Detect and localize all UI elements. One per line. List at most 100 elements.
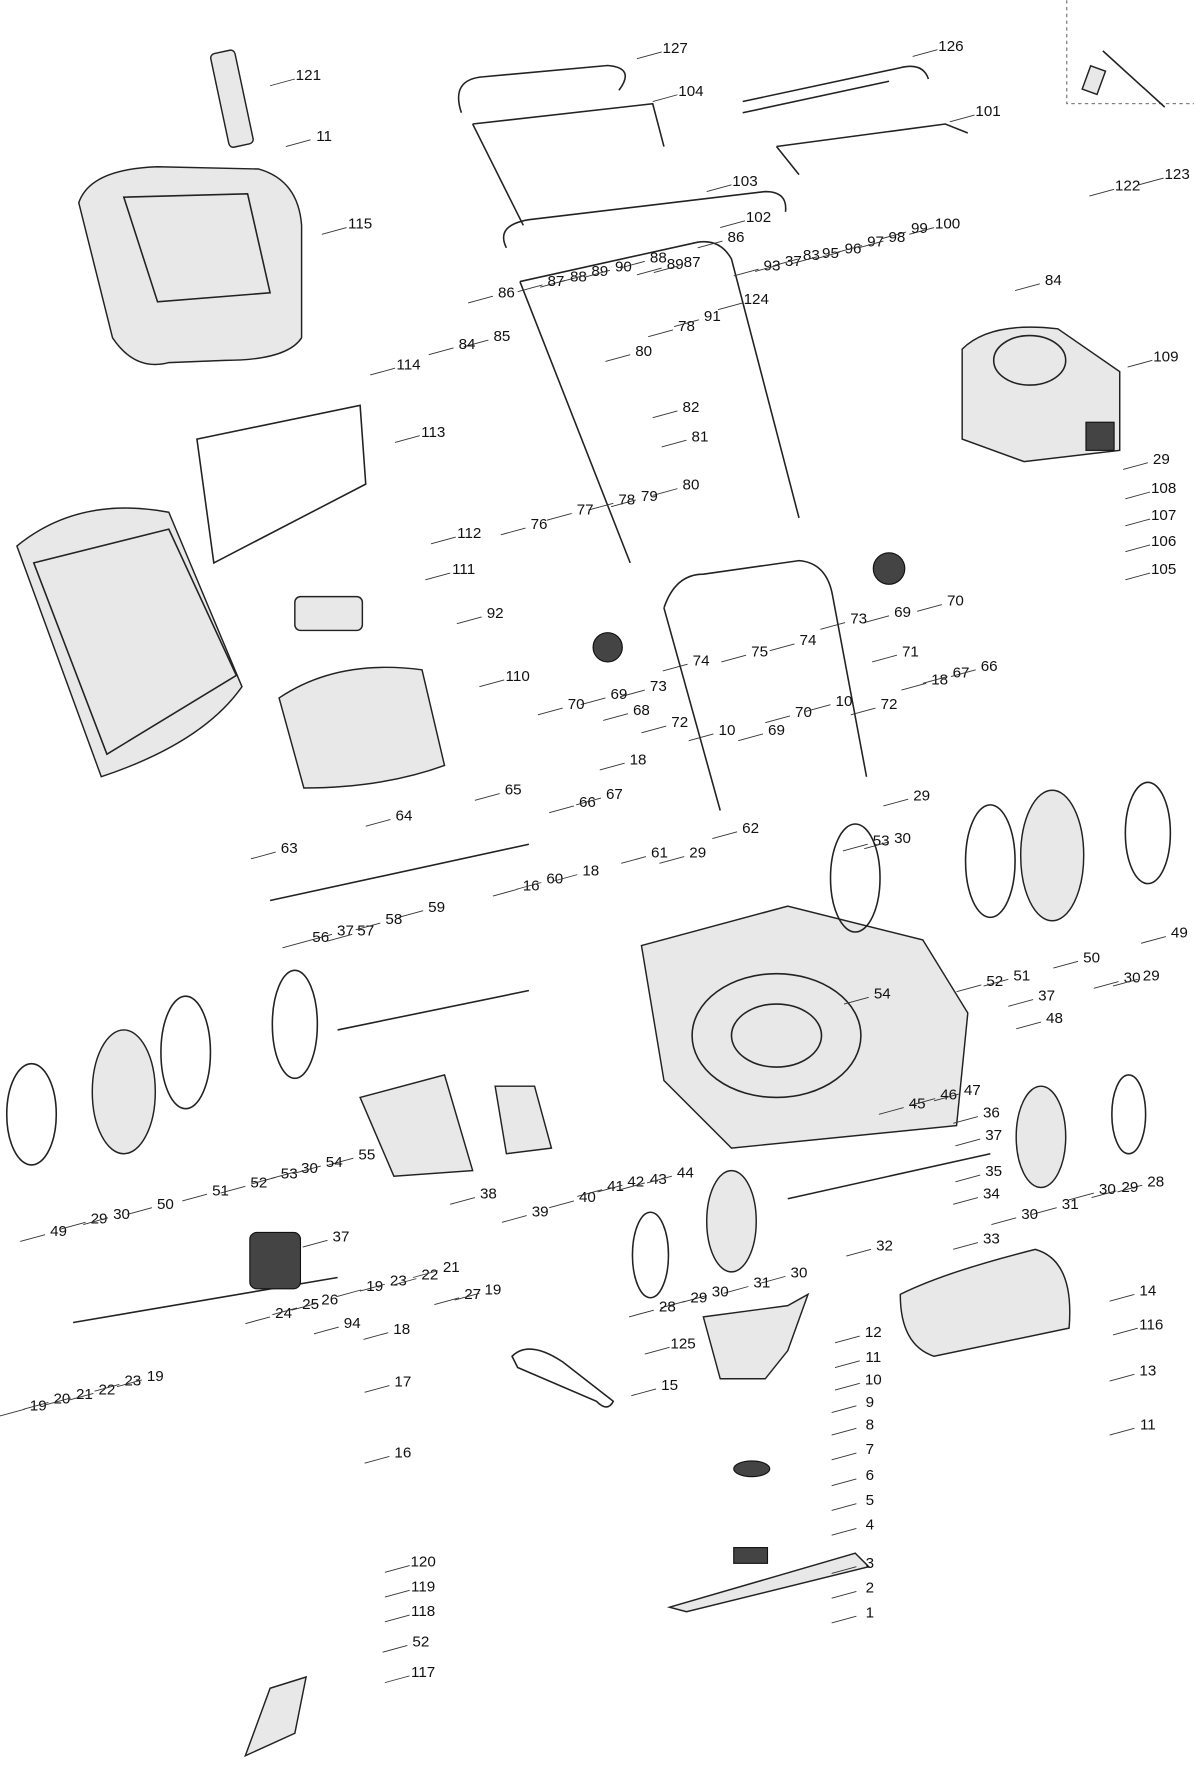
part-number-label: 91 — [704, 308, 721, 325]
part-callout: 5 — [831, 1492, 874, 1511]
part-number-label: 102 — [746, 209, 771, 226]
part-callout: 26 — [291, 1292, 338, 1311]
leader-line — [302, 1239, 328, 1248]
knob-69b — [592, 632, 623, 663]
part-callout: 78 — [648, 318, 695, 338]
part-number-label: 37 — [785, 253, 802, 270]
leader-line — [659, 856, 685, 864]
part-callout: 107 — [1125, 507, 1176, 527]
grass-bag-cover-part — [78, 166, 303, 366]
leader-line — [619, 689, 645, 698]
mulch-plug-part — [244, 1675, 308, 1758]
leader-line — [955, 1174, 981, 1183]
part-number-label: 30 — [301, 1160, 318, 1177]
part-number-label: 106 — [1151, 533, 1176, 550]
part-number-label: 74 — [800, 632, 817, 649]
part-callout: 20 — [23, 1391, 70, 1410]
part-number-label: 27 — [464, 1286, 481, 1303]
leader-line — [355, 922, 381, 931]
leader-line — [754, 264, 780, 272]
leader-line — [831, 1528, 857, 1536]
part-callout: 24 — [245, 1305, 292, 1325]
leader-line — [723, 1286, 749, 1294]
leader-line — [182, 1193, 208, 1202]
part-callout: 80 — [652, 477, 699, 496]
leader-line — [20, 1234, 46, 1242]
part-number-label: 111 — [452, 561, 475, 578]
part-number-label: 55 — [358, 1146, 375, 1163]
leader-line — [1068, 1192, 1094, 1201]
part-callout: 29 — [883, 787, 930, 807]
part-callout: 126 — [912, 38, 964, 57]
part-callout: 106 — [1125, 533, 1176, 553]
part-callout: 40 — [549, 1189, 596, 1209]
part-number-label: 19 — [484, 1281, 501, 1298]
part-callout: 122 — [1089, 177, 1140, 197]
handle-bar-103 — [502, 190, 787, 249]
part-number-label: 120 — [410, 1554, 435, 1571]
part-callout: 31 — [1031, 1196, 1079, 1215]
leader-line — [370, 367, 396, 376]
rear-wheel-right — [829, 781, 1172, 933]
part-number-label: 50 — [157, 1196, 174, 1213]
part-number-label: 73 — [850, 611, 867, 628]
part-number-label: 12 — [865, 1324, 882, 1341]
rear-flap-part — [278, 666, 446, 789]
part-number-label: 22 — [421, 1267, 438, 1284]
part-callout: 70 — [537, 696, 585, 716]
part-number-label: 6 — [866, 1467, 874, 1484]
leader-line — [636, 267, 662, 276]
part-number-label: 29 — [690, 1289, 707, 1306]
part-number-label: 30 — [712, 1284, 729, 1301]
leader-line — [769, 643, 795, 652]
part-callout: 42 — [597, 1173, 644, 1193]
leader-line — [585, 269, 611, 278]
leader-line — [610, 499, 636, 508]
part-number-label: 89 — [667, 256, 684, 273]
part-callout: 87 — [653, 254, 701, 273]
leader-line — [834, 1382, 860, 1391]
part-callout: 112 — [430, 525, 481, 545]
front-bumper-part — [899, 1248, 1071, 1358]
part-number-label: 30 — [113, 1206, 130, 1223]
leader-line — [430, 536, 456, 545]
part-number-label: 76 — [531, 516, 548, 533]
part-callout: 54 — [843, 985, 891, 1005]
leader-line — [956, 984, 982, 993]
leader-line — [652, 94, 678, 102]
part-callout: 86 — [468, 284, 515, 304]
part-callout: 72 — [641, 714, 688, 734]
part-callout: 115 — [321, 216, 372, 235]
leader-line — [673, 319, 699, 328]
leader-line — [597, 1184, 623, 1193]
part-callout: 81 — [661, 428, 708, 448]
part-callout: 113 — [394, 424, 445, 443]
part-callout: 29 — [60, 1210, 107, 1230]
part-callout: 28 — [1117, 1173, 1164, 1193]
leader-line — [313, 1326, 339, 1335]
leader-line — [1089, 188, 1115, 197]
part-number-label: 109 — [1153, 348, 1178, 365]
cover-plate-part — [294, 595, 364, 632]
part-number-label: 100 — [935, 216, 960, 233]
leader-line — [60, 1221, 86, 1230]
part-callout: 8 — [831, 1416, 874, 1436]
part-number-label: 70 — [568, 696, 585, 713]
part-number-label: 30 — [791, 1264, 808, 1281]
part-callout: 87 — [517, 273, 564, 293]
part-number-label: 96 — [845, 240, 862, 257]
part-number-label: 72 — [881, 696, 898, 713]
part-callout: 111 — [425, 561, 475, 581]
part-callout: 30 — [271, 1160, 318, 1179]
cable-tie-part — [1081, 50, 1166, 108]
part-number-label: 89 — [591, 263, 608, 280]
leader-line — [717, 302, 743, 311]
leader-line — [628, 1309, 654, 1318]
part-number-label: 69 — [610, 686, 627, 703]
leader-line — [1140, 936, 1166, 944]
part-callout: 51 — [182, 1182, 229, 1202]
part-number-label: 47 — [964, 1082, 981, 1099]
part-number-label: 78 — [678, 318, 695, 335]
part-number-label: 70 — [947, 593, 964, 610]
part-callout: 71 — [872, 643, 919, 663]
